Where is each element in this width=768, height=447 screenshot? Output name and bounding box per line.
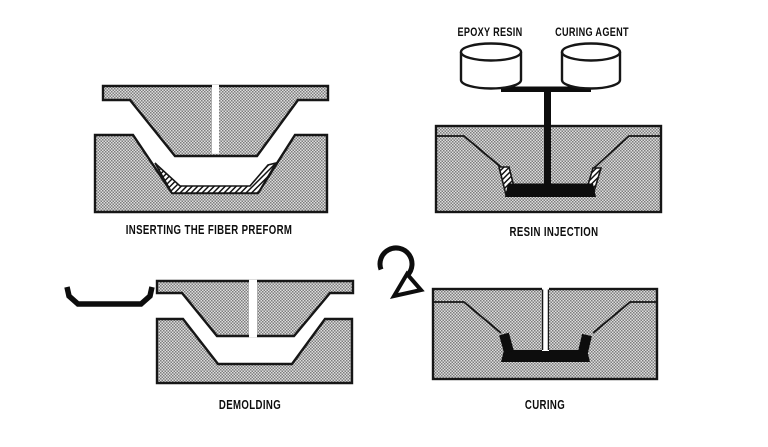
injection-port-slot <box>212 84 219 154</box>
injection-port-slot-edges <box>541 289 550 350</box>
panel-caption: INSERTING THE FIBER PREFORM <box>125 222 293 237</box>
injection-port-slot <box>542 287 549 351</box>
cured-part-wall-right <box>578 333 592 354</box>
lower-mold <box>93 133 329 214</box>
rotate-arrow-icon <box>377 245 425 299</box>
injection-port-slot <box>249 279 257 338</box>
curing-agent-cylinder-top <box>560 42 622 62</box>
curing-agent-cylinder <box>560 52 622 90</box>
cured-part-bottom <box>501 350 590 362</box>
demolded-part <box>64 286 155 307</box>
panel-demolding: DEMOLDING <box>58 255 360 415</box>
resin-injection-drawing <box>434 42 663 214</box>
curing-agent-label: CURING AGENT <box>555 25 629 39</box>
panel-caption: RESIN INJECTION <box>509 224 599 239</box>
inserting-preform-drawing <box>93 84 330 214</box>
panel-caption: DEMOLDING <box>218 397 282 412</box>
demolding-drawing <box>64 279 355 385</box>
panel-caption: CURING <box>524 397 566 412</box>
manifold-bar <box>501 86 591 92</box>
epoxy-resin-label: EPOXY RESIN <box>457 25 523 39</box>
cured-part-wall-left <box>499 332 514 354</box>
panel-inserting-preform: INSERTING THE FIBER PREFORM <box>93 82 335 240</box>
injection-pipe <box>544 92 551 187</box>
resin-fill <box>505 183 596 197</box>
mold-parting-line-left <box>436 135 503 169</box>
panel-resin-injection: EPOXY RESIN CURING AGENT RESIN INJECTION <box>425 15 715 245</box>
panel-curing: CURING <box>363 240 695 415</box>
epoxy-resin-cylinder <box>459 52 523 90</box>
mold-parting-line-left <box>433 301 502 334</box>
curing-drawing <box>377 245 659 381</box>
lower-mold <box>155 317 354 385</box>
mold-parting-line-right <box>592 301 657 334</box>
fiber-preform <box>154 161 278 194</box>
mold-parting-line-right <box>593 135 661 169</box>
epoxy-resin-cylinder-top <box>459 42 523 62</box>
